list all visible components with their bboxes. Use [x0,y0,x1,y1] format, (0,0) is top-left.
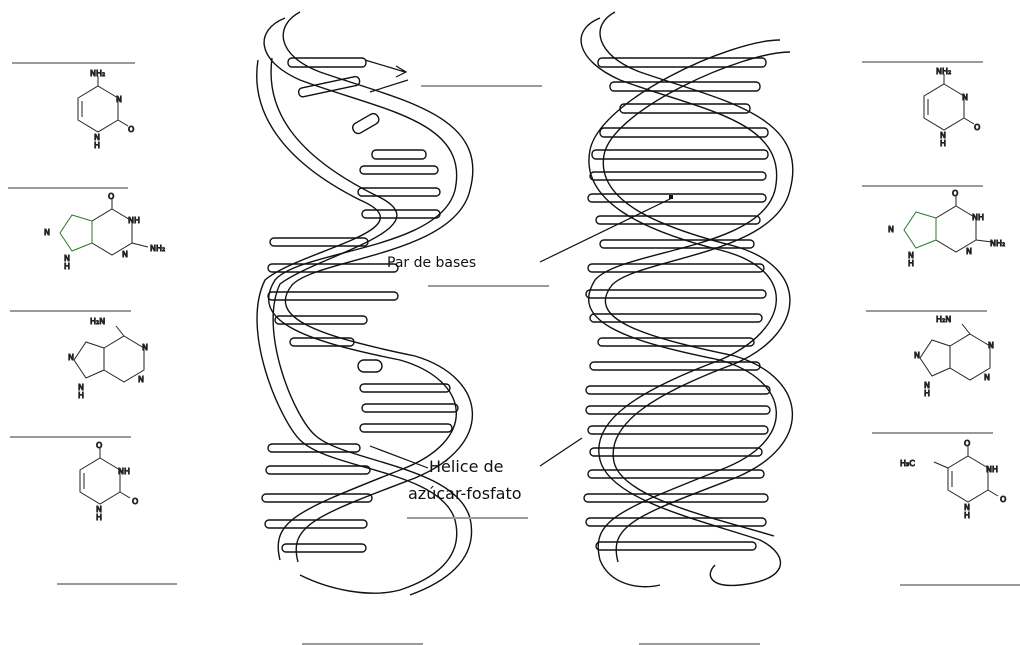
helix-label-line1: Hélice de [429,457,504,476]
svg-text:N: N [984,373,990,382]
svg-text:N: N [914,351,920,360]
svg-text:O: O [108,192,114,201]
svg-text:H: H [964,511,970,520]
svg-text:H₂N: H₂N [936,315,951,324]
svg-text:NH: NH [972,213,984,222]
svg-text:N: N [966,247,972,256]
svg-text:N: N [116,95,122,104]
thymine-structure-right: H₃C O NH O N H [900,439,1006,520]
svg-text:O: O [974,123,980,132]
svg-text:NH: NH [128,216,140,225]
svg-text:NH₂: NH₂ [150,244,165,253]
svg-text:O: O [128,125,134,134]
svg-text:N: N [44,228,50,237]
svg-text:NH: NH [986,465,998,474]
svg-text:O: O [964,439,970,448]
right-base-pair-rungs [584,58,770,550]
cytosine-structure-right: NH₂ N O N H [924,67,980,148]
helix-label-line2: azúcar-fosfato [408,484,522,503]
cytosine-structure-left: NH₂ N O N H [78,69,134,150]
svg-text:O: O [952,189,958,198]
uracil-structure-left: O NH O N H [80,441,138,522]
svg-text:NH₂: NH₂ [936,67,951,76]
svg-text:NH: NH [118,467,130,476]
left-dna-helix [257,12,473,595]
svg-text:H: H [94,141,100,150]
svg-text:O: O [96,441,102,450]
svg-text:H: H [940,139,946,148]
svg-text:N: N [962,93,968,102]
blank-answer-lines [8,62,1020,644]
adenine-structure-right: H₂N N N N N H [914,315,994,398]
svg-text:O: O [1000,495,1006,504]
svg-text:N: N [122,250,128,259]
base-pair-label: Par de bases [387,255,476,271]
svg-text:N: N [988,341,994,350]
svg-text:H: H [908,259,914,268]
svg-text:O: O [132,497,138,506]
svg-text:N: N [888,225,894,234]
svg-text:H: H [96,513,102,522]
helix-label-group: Hélice de azúcar-fosfato [370,438,582,503]
right-dna-helix [581,12,793,587]
svg-text:N: N [68,353,74,362]
svg-text:H: H [924,389,930,398]
svg-text:N: N [142,343,148,352]
svg-text:H₂N: H₂N [90,317,105,326]
guanine-structure-left: O NH NH₂ N N H N [44,192,165,271]
svg-text:H: H [64,262,70,271]
svg-text:N: N [138,375,144,384]
svg-text:H: H [78,391,84,400]
svg-text:NH₂: NH₂ [90,69,105,78]
guanine-structure-right: O NH NH₂ N N H N [888,189,1005,268]
svg-text:H₃C: H₃C [900,459,915,468]
adenine-structure-left: H₂N N N N N H [68,317,148,400]
svg-text:NH₂: NH₂ [990,239,1005,248]
